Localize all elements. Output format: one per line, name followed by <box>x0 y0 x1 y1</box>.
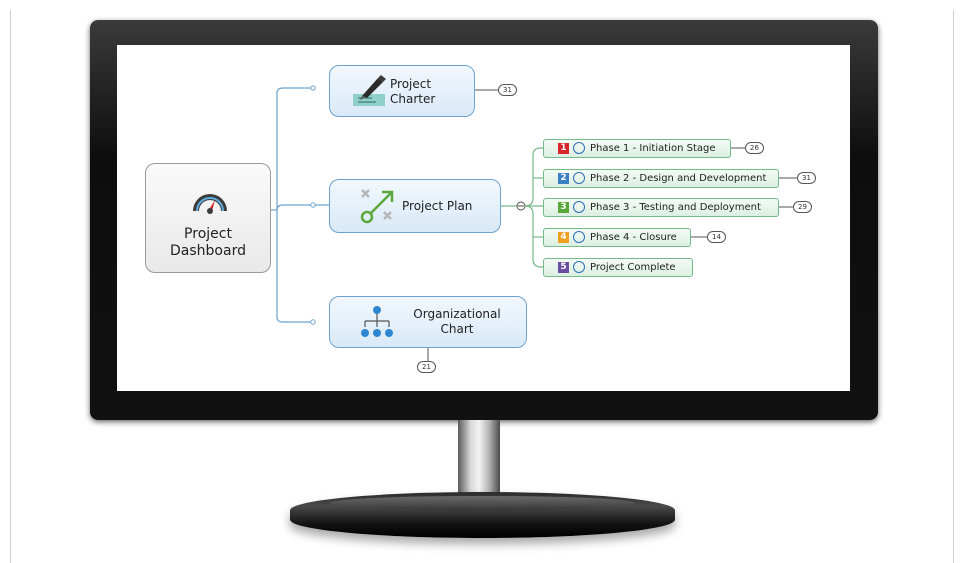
strategy-icon <box>360 189 394 224</box>
org-chart-node[interactable]: Organizational Chart <box>329 296 527 348</box>
priority-5-icon: 5 <box>558 262 569 273</box>
phase-2-label: Phase 2 - Design and Development <box>590 173 767 184</box>
phase-4-label: Phase 4 - Closure <box>590 232 677 243</box>
org-label-line1: Organizational <box>413 307 501 321</box>
gauge-icon <box>193 194 227 214</box>
priority-4-icon: 4 <box>558 232 569 243</box>
monitor-neck <box>458 420 500 496</box>
phase-1-count-badge: 26 <box>745 142 764 154</box>
phase-4-count-badge: 14 <box>707 231 726 243</box>
root-label-line2: Dashboard <box>170 243 246 259</box>
monitor-base-highlight <box>330 496 635 510</box>
task-progress-icon <box>573 172 585 184</box>
org-count-badge: 21 <box>417 361 436 373</box>
org-chart-icon <box>361 306 393 337</box>
root-label-line1: Project <box>184 226 232 242</box>
priority-1-icon: 1 <box>558 143 569 154</box>
priority-3-icon: 3 <box>558 202 569 213</box>
task-progress-icon <box>573 142 585 154</box>
task-progress-icon <box>573 231 585 243</box>
task-progress-icon <box>573 261 585 273</box>
charter-label-line2: Charter <box>390 92 436 106</box>
project-charter-node[interactable]: Project Charter <box>329 65 475 117</box>
signature-pen-icon <box>353 75 386 106</box>
mindmap-screen: Project Dashboard Project Charter 31 Pro… <box>117 45 850 391</box>
phase-3-count-badge: 29 <box>793 201 812 213</box>
org-label-line2: Chart <box>440 322 474 336</box>
phase-3-topic[interactable]: 3 Phase 3 - Testing and Deployment <box>543 198 779 217</box>
connector-lines <box>271 85 797 361</box>
charter-label-line1: Project <box>390 77 432 91</box>
image-frame <box>10 10 954 563</box>
phase-5-topic[interactable]: 5 Project Complete <box>543 258 693 277</box>
charter-count-badge: 31 <box>498 84 517 96</box>
phase-4-topic[interactable]: 4 Phase 4 - Closure <box>543 228 691 247</box>
phase-5-label: Project Complete <box>590 262 676 273</box>
phase-1-topic[interactable]: 1 Phase 1 - Initiation Stage <box>543 139 731 158</box>
project-plan-node[interactable]: Project Plan <box>329 179 501 233</box>
plan-label: Project Plan <box>402 199 473 213</box>
task-progress-icon <box>573 201 585 213</box>
priority-2-icon: 2 <box>558 173 569 184</box>
phase-2-count-badge: 31 <box>797 172 816 184</box>
project-dashboard-node[interactable]: Project Dashboard <box>145 163 271 273</box>
phase-2-topic[interactable]: 2 Phase 2 - Design and Development <box>543 169 779 188</box>
phase-3-label: Phase 3 - Testing and Deployment <box>590 202 761 213</box>
phase-1-label: Phase 1 - Initiation Stage <box>590 143 716 154</box>
